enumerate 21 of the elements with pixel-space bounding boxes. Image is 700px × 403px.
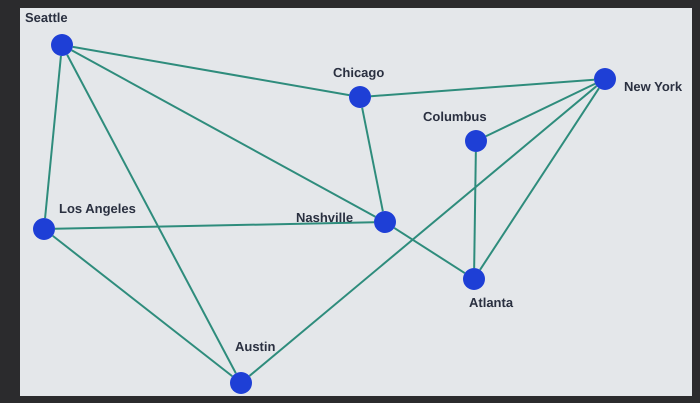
city-label: New York [624,80,682,93]
city-label: Austin [235,340,276,353]
city-label: Columbus [423,110,487,123]
city-label: Atlanta [469,296,514,309]
city-label: Los Angeles [59,202,136,215]
connector-line [71,49,376,218]
connector-line [473,152,477,268]
city-label: Nashville [296,211,354,224]
connector-line [479,88,600,270]
connector-line [54,221,374,230]
connector-line [44,56,62,218]
connector-line [370,78,594,98]
connector-line [66,54,237,374]
city-label: Chicago [333,66,384,79]
connector-line [394,227,466,274]
connector-line [72,46,350,96]
connector-line [485,82,596,138]
connector-line [361,108,384,212]
city-label: Seattle [25,11,68,24]
connector-line [52,234,233,378]
connector-line [248,85,598,377]
